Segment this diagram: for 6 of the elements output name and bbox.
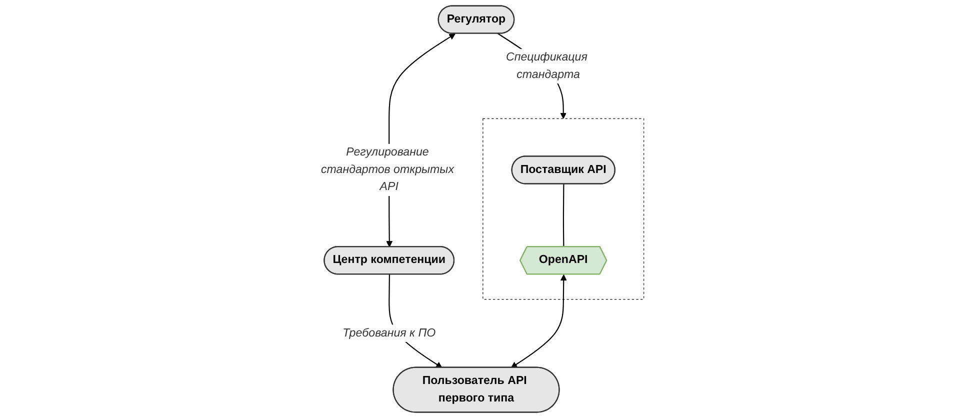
cluster [482,118,644,300]
edge-label: Регулирование стандартов открытых API [321,146,454,194]
edge-label: Требования к ПО [342,326,436,340]
edge-label: Спецификация стандарта [506,51,588,81]
arrow [511,274,567,368]
connector [563,184,564,247]
